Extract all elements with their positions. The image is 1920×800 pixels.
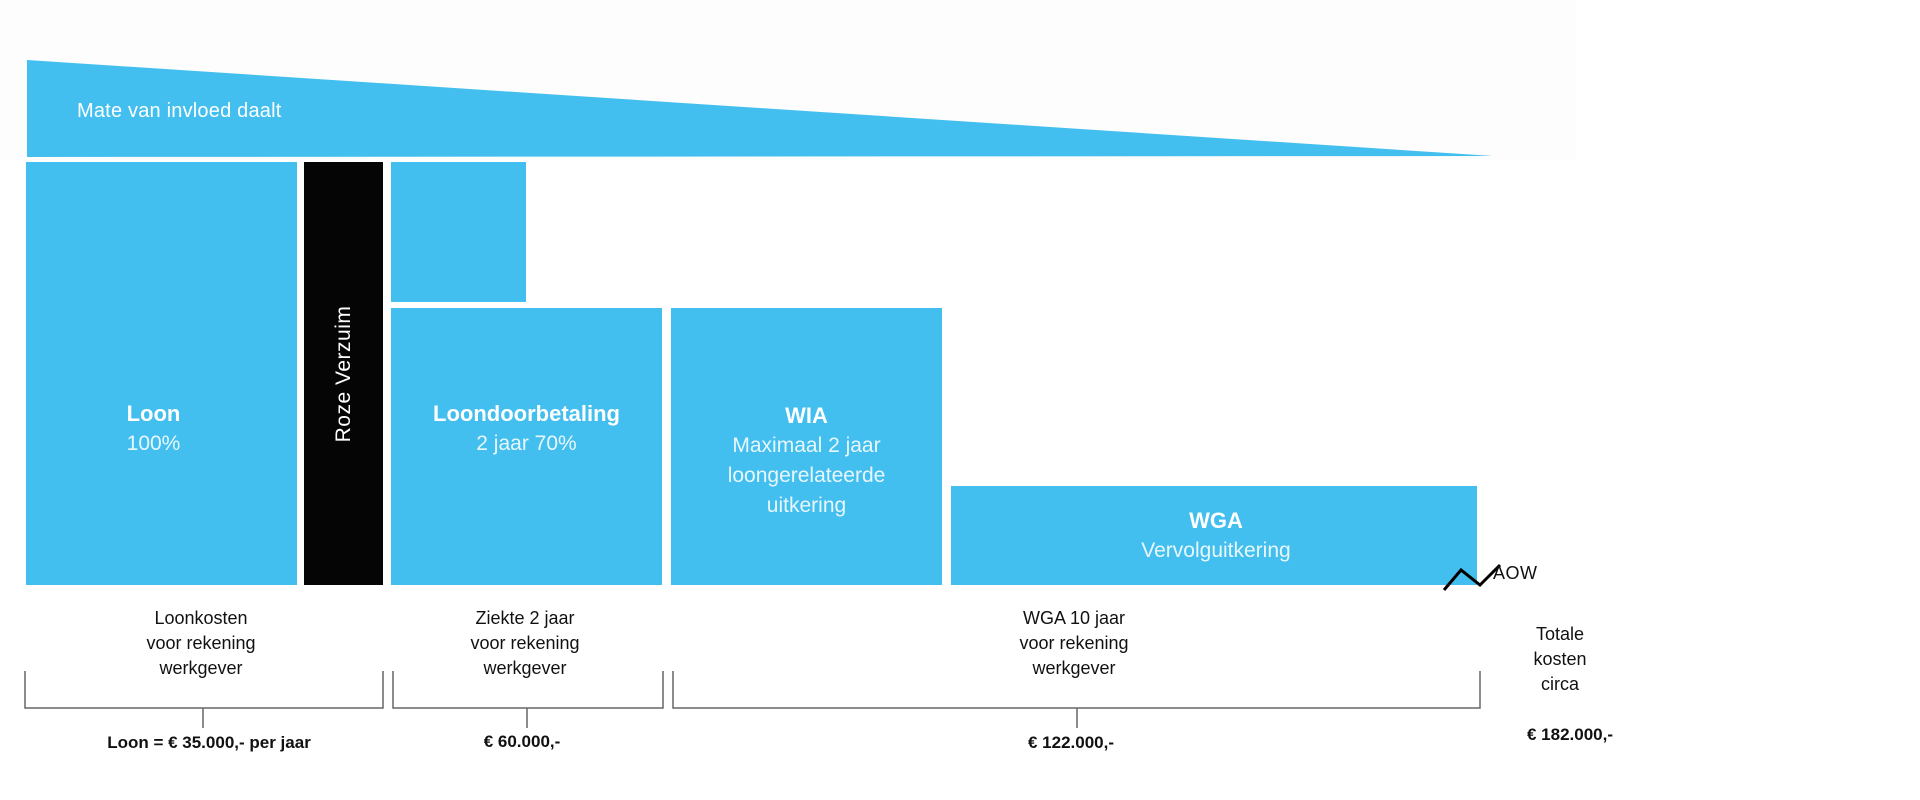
caption-totaal: Totale kosten circa <box>1533 624 1587 694</box>
loondoorbetaling-block: Loondoorbetaling 2 jaar 70% <box>391 308 662 585</box>
wga-block: WGA Vervolguitkering <box>951 486 1477 585</box>
loon-block: Loon 100% <box>26 162 297 585</box>
bracket-ziekte <box>392 671 664 728</box>
loondoorbetaling-title: Loondoorbetaling <box>433 401 620 426</box>
influence-label: Mate van invloed daalt <box>77 100 282 122</box>
caption-loonkosten: Loonkosten voor rekening werkgever <box>146 608 256 678</box>
caption-wga: WGA 10 jaar voor rekening werkgever <box>1019 608 1129 678</box>
bracket-wga <box>672 671 1481 728</box>
bracket-loonkosten <box>24 671 384 728</box>
aow-label: AOW <box>1493 563 1538 583</box>
wia-title: WIA <box>785 403 828 428</box>
wia-block: WIA Maximaal 2 jaar loongerelateerde uit… <box>671 308 942 585</box>
loondoorbetaling-subtitle: 2 jaar 70% <box>476 432 577 455</box>
wia-subtitle-line-3: uitkering <box>766 494 847 517</box>
wga-subtitle: Vervolguitkering <box>1141 539 1291 562</box>
amount-ziekte: € 60.000,- <box>483 732 561 751</box>
wia-subtitle-line-2: loongerelateerde <box>727 464 886 487</box>
wga-title: WGA <box>1189 508 1243 533</box>
amount-wga: € 122.000,- <box>1027 733 1114 752</box>
loon-subtitle: 100% <box>126 432 181 455</box>
loon-title: Loon <box>126 401 181 426</box>
loondoorbetaling-top-segment <box>391 162 526 302</box>
amount-loon: Loon = € 35.000,- per jaar <box>107 733 311 752</box>
roze-verzuim-block: Roze Verzuim <box>304 162 383 585</box>
amount-totaal: € 182.000,- <box>1526 725 1613 744</box>
wia-subtitle-line-1: Maximaal 2 jaar <box>732 434 881 457</box>
caption-ziekte: Ziekte 2 jaar voor rekening werkgever <box>470 608 580 678</box>
